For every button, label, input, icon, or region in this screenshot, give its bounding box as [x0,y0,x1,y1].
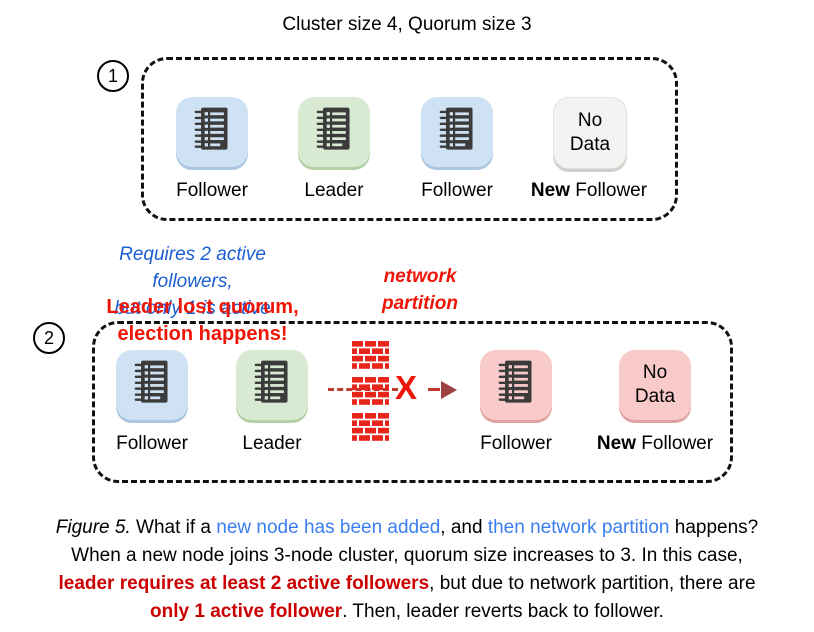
brick-wall-middle [352,377,389,405]
no-data-text: No Data [634,362,676,407]
node-label: Follower [421,180,493,201]
no-data-node-box: No Data [619,350,691,420]
new-label-rest: Follower [636,433,714,454]
caption-text: , and [440,517,488,538]
figure-number-label: Figure 5. [55,517,131,538]
new-label-rest: Follower [570,180,648,201]
notepad-icon [439,107,473,150]
caption-line2: When a new node joins 3-node cluster, qu… [71,545,743,566]
leader-node-box [236,350,308,420]
node-label: New Follower [509,180,669,202]
notepad-icon-slot [495,359,537,411]
caption-text: happens? [669,517,759,538]
brick-wall-bottom [352,413,389,441]
node-label: Follower [176,180,248,201]
caption-text: , but due to network partition, there ar… [429,573,756,594]
notepad-icon [134,360,168,403]
new-label-bold: New [596,433,636,454]
caption-highlight-blue: then network partition [487,517,670,538]
brick-wall-icon-slot [352,413,389,445]
partition-dashed-line-right [428,388,440,391]
partitioned-follower-node-box [480,350,552,420]
no-data-node-box: No Data [553,97,627,169]
network-partition-label: network partition [365,263,475,317]
notepad-icon [316,107,350,150]
notepad-icon-slot [313,106,355,158]
step1-leader: Leader [298,97,370,201]
brick-wall-icon [352,413,389,441]
caption-text: . Then, leader reverts back to follower. [342,601,664,622]
election-note-line1: Leader lost quorum, [106,296,299,318]
caption-text: What if a [130,517,217,538]
brick-wall-icon-slot [352,377,389,409]
brick-wall-icon [352,341,389,369]
notepad-icon-slot [251,359,293,411]
notepad-icon [498,360,532,403]
follower-node-box [421,97,493,167]
quorum-note-line2: but only 1 is active [114,298,271,319]
cluster-box-step2 [92,321,733,483]
step-2-badge: 2 [33,322,65,354]
node-label: Follower [116,433,188,454]
step-1-badge: 1 [97,60,129,92]
cluster-box-step1 [141,57,678,221]
partition-label-line2: partition [382,293,458,314]
brick-wall-icon-slot [352,341,389,373]
figure-caption: Figure 5. What if a new node has been ad… [0,514,814,626]
notepad-icon-slot [436,106,478,158]
step1-follower-2: Follower [421,97,493,201]
caption-line3: leader requires at least 2 active follow… [0,570,814,598]
election-note-line2: election happens! [117,323,288,345]
step1-follower-1: Follower [176,97,248,201]
caption-line4: only 1 active follower. Then, leader rev… [0,598,814,626]
caption-line1: Figure 5. What if a new node has been ad… [0,514,814,542]
brick-wall-icon [352,377,389,405]
figure-title: Cluster size 4, Quorum size 3 [282,14,532,35]
node-label: Leader [242,433,302,454]
step2-leader: Leader [236,350,308,454]
leader-node-box [298,97,370,167]
node-label: New Follower [575,433,735,455]
quorum-requirement-note: Requires 2 active followers, but only 1 … [80,241,305,322]
notepad-icon [254,360,288,403]
election-note: Leader lost quorum, election happens! [95,294,310,348]
step1-new-follower: No Data New Follower [531,97,647,201]
follower-node-box [116,350,188,420]
caption-highlight-red: leader requires at least 2 active follow… [58,573,430,594]
step2-follower-1: Follower [116,350,188,454]
brick-wall-top [352,341,389,369]
notepad-icon-slot [131,359,173,411]
new-label-bold: New [530,180,570,201]
caption-highlight-blue: new node has been added [216,517,441,538]
caption-highlight-red: only 1 active follower [150,601,343,622]
notepad-icon [194,107,228,150]
step2-new-follower: No Data New Follower [597,350,713,454]
no-data-text: No Data [569,110,611,155]
node-label: Follower [480,433,552,454]
step2-partitioned-follower: Follower [480,350,552,454]
arrowhead-right-icon [441,381,457,399]
quorum-note-line1: Requires 2 active followers, [119,244,266,292]
node-label: Leader [304,180,364,201]
notepad-icon-slot [191,106,233,158]
x-mark: X [395,369,418,406]
follower-node-box [176,97,248,167]
partition-label-line1: network [383,266,457,287]
